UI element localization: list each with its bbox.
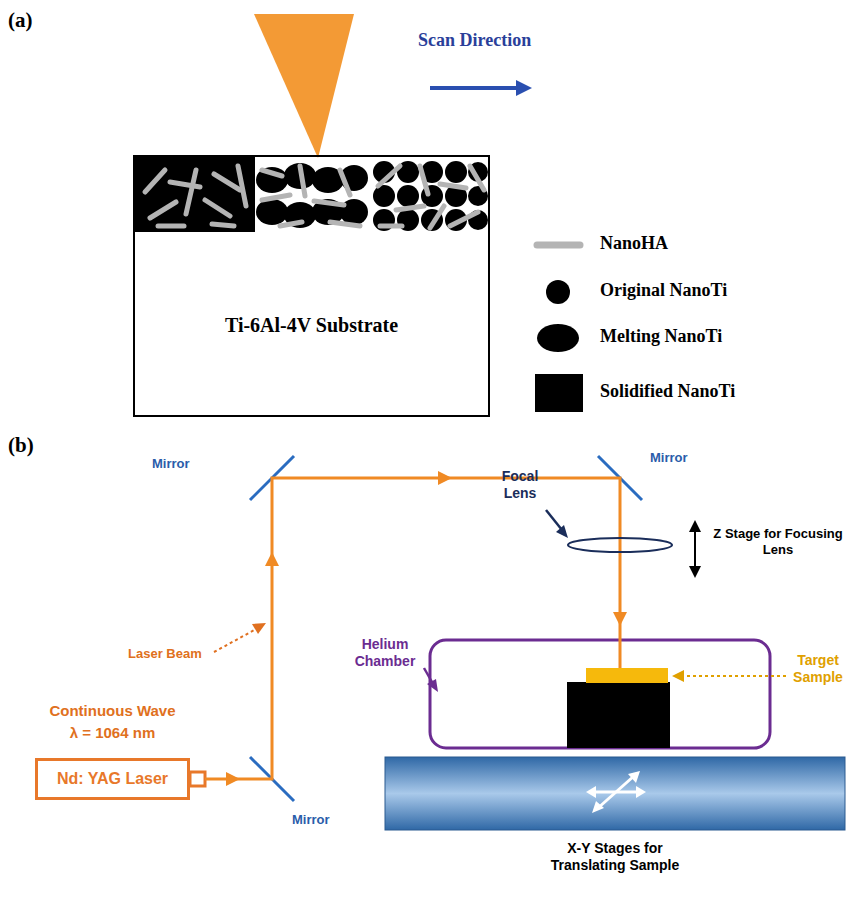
- laser-spec: λ = 1064 nm: [30, 724, 195, 742]
- direction-label: Scan Direction: [418, 30, 531, 52]
- laser-beam: [190, 471, 627, 786]
- legend-text: Melting NanoTi: [600, 326, 722, 348]
- solidified-nanoti: [135, 157, 255, 232]
- stage-label: Z Stage for Focusing Lens: [712, 526, 844, 557]
- helium-chamber: [430, 640, 770, 748]
- leader-arrows: [214, 510, 786, 692]
- mirror-label: Mirror: [292, 812, 330, 828]
- legend-rod: [537, 242, 580, 249]
- stage-label: X-Y Stages for Translating Sample: [540, 840, 690, 874]
- nanoha-rods: [378, 166, 484, 228]
- nanoha-rods: [145, 166, 246, 226]
- xy-arrows: [586, 771, 646, 813]
- legend-text: NanoHA: [600, 233, 668, 255]
- scan-arrow: [430, 80, 532, 96]
- legend-text: Original NanoTi: [600, 280, 727, 302]
- laser-cone: [254, 14, 354, 158]
- melting-nanoti: [256, 163, 368, 228]
- legend-ellipse: [537, 324, 579, 352]
- lens-label: Focal Lens: [492, 468, 548, 502]
- powder-layer: [135, 157, 488, 232]
- legend-square: [535, 374, 583, 412]
- original-nanoti: [373, 161, 488, 231]
- legend-text: Solidified NanoTi: [600, 381, 735, 403]
- target-sample: [586, 668, 668, 683]
- sample-label: Target Sample: [780, 652, 856, 686]
- node-text: Nd: YAG Laser: [57, 769, 168, 788]
- beam-label: Laser Beam: [128, 646, 202, 662]
- nanoha-rods: [262, 166, 360, 226]
- legend-circle: [546, 280, 570, 304]
- mirror-label: Mirror: [152, 456, 190, 472]
- sample-holder: [567, 682, 670, 748]
- z-arrow: [689, 520, 701, 578]
- panel-label: (b): [8, 433, 34, 458]
- laser-box: Nd: YAG Laser: [35, 758, 190, 800]
- laser-spec: Continuous Wave: [30, 702, 195, 720]
- substrate-box: Ti-6Al-4V Substrate: [133, 155, 490, 417]
- node-text: Ti-6Al-4V Substrate: [225, 313, 398, 337]
- chamber-label: Helium Chamber: [345, 636, 425, 670]
- panel-label: (a): [8, 8, 33, 33]
- mirror-label: Mirror: [650, 450, 688, 466]
- xy-stage: [385, 757, 845, 830]
- focal-lens: [568, 538, 672, 552]
